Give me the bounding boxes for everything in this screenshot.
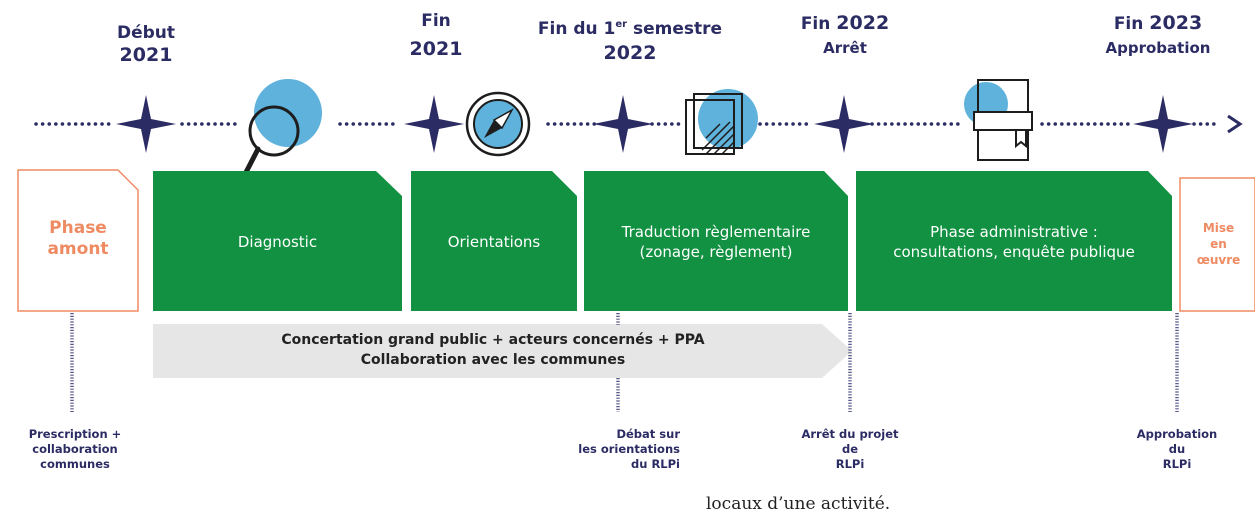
milestone-label-fin-2022: Fin 2022 Arrêt (780, 12, 910, 59)
phase-amont-line1: Phase (49, 218, 107, 238)
phase-amont-label: Phase amont (18, 218, 138, 260)
mise-en-oeuvre-line2: en (1210, 237, 1227, 251)
milestone-star-2 (404, 95, 464, 153)
mise-en-oeuvre-label: Mise en œuvre (1182, 220, 1255, 268)
documents-icon (685, 89, 758, 155)
bottom-label-line: du RLPi (631, 457, 680, 471)
milestone-label-year: 2022 (603, 42, 657, 64)
bottom-label-line: Approbation (1136, 427, 1218, 441)
phase-diagnostic-box (153, 171, 402, 311)
bottom-label-arret: Arrêt du projet de RLPi (785, 427, 915, 472)
bottom-label-line: Arrêt du projet (801, 427, 899, 441)
phase-administrative-line1: Phase administrative : (930, 223, 1098, 241)
bottom-label-approbation: Approbation du RLPi (1112, 427, 1242, 472)
bottom-label-debat: Débat sur les orientations du RLPi (550, 427, 680, 472)
bottom-label-line: RLPi (835, 457, 865, 471)
mise-en-oeuvre-line3: œuvre (1196, 253, 1241, 267)
milestone-label-line1: Fin (800, 14, 837, 34)
milestone-label-line1: Fin (1113, 14, 1150, 34)
phase-orientations-text: Orientations (447, 233, 541, 251)
phase-traduction-label: Traduction règlementaire (zonage, règlem… (584, 196, 848, 288)
phase-administrative-label: Phase administrative : consultations, en… (856, 196, 1172, 288)
milestone-label-line1: Fin du 1 (537, 19, 616, 39)
concertation-text: Concertation grand public + acteurs conc… (153, 330, 833, 370)
milestone-label-fin-2023: Fin 2023 Approbation (1088, 12, 1228, 59)
milestone-label-line2: Approbation (1105, 39, 1211, 57)
bottom-label-line: les orientations (578, 442, 680, 456)
phase-traduction-line2: (zonage, règlement) (639, 243, 793, 261)
milestone-label-line2: Arrêt (823, 39, 867, 57)
milestone-label-fin-2021: Fin 2021 (386, 10, 486, 60)
bottom-label-prescription: Prescription + collaboration communes (10, 427, 140, 472)
milestone-label-year: 2021 (409, 38, 463, 60)
phase-amont-box (17, 169, 139, 312)
bottom-label-line: Débat sur (616, 427, 680, 441)
phase-administrative-box (856, 171, 1172, 311)
bottom-label-line: collaboration (32, 442, 118, 456)
phase-orientations-label: Orientations (411, 196, 577, 288)
bottom-label-line: Prescription + (28, 427, 122, 441)
milestone-label-fin-semestre-2022: Fin du 1er semestre 2022 (520, 14, 740, 64)
register-book-icon (964, 79, 1033, 161)
timeline-arrow-head (1227, 114, 1243, 134)
magnifier-icon (237, 79, 322, 187)
milestone-label-line1: Fin (421, 11, 451, 31)
phase-diagnostic-text: Diagnostic (237, 233, 318, 251)
milestone-star-3 (593, 95, 653, 153)
concertation-line1: Concertation grand public + acteurs conc… (281, 332, 705, 348)
milestone-star-4 (814, 95, 874, 153)
milestone-label-year: 2021 (119, 44, 173, 66)
bottom-label-line: du (1168, 442, 1186, 456)
bottom-label-line: RLPi (1162, 457, 1192, 471)
milestone-label-superscript: er (615, 19, 628, 30)
phase-traduction-box (584, 171, 848, 311)
mise-en-oeuvre-box (1179, 177, 1255, 312)
phase-diagnostic-label: Diagnostic (153, 196, 402, 288)
concertation-line2: Collaboration avec les communes (360, 352, 626, 368)
milestone-label-year: 2023 (1149, 12, 1203, 34)
milestone-star-5 (1133, 95, 1193, 153)
milestone-label-year: 2022 (836, 12, 890, 34)
phase-orientations-box (411, 171, 577, 311)
footer-text: locaux d’une activité. (706, 494, 891, 514)
bottom-label-line: communes (40, 457, 110, 471)
milestone-label-debut-2021: Début 2021 (96, 22, 196, 66)
phase-amont-line2: amont (47, 239, 109, 259)
milestone-label-line1-end: semestre (627, 19, 723, 39)
phase-administrative-line2: consultations, enquête publique (893, 243, 1135, 261)
milestone-label-line1: Début (116, 23, 176, 43)
milestone-star-1 (116, 95, 176, 153)
mise-en-oeuvre-line1: Mise (1202, 221, 1235, 235)
phase-traduction-line1: Traduction règlementaire (621, 223, 811, 241)
concertation-band (153, 324, 852, 378)
compass-icon (465, 91, 531, 157)
bottom-label-line: de (841, 442, 859, 456)
